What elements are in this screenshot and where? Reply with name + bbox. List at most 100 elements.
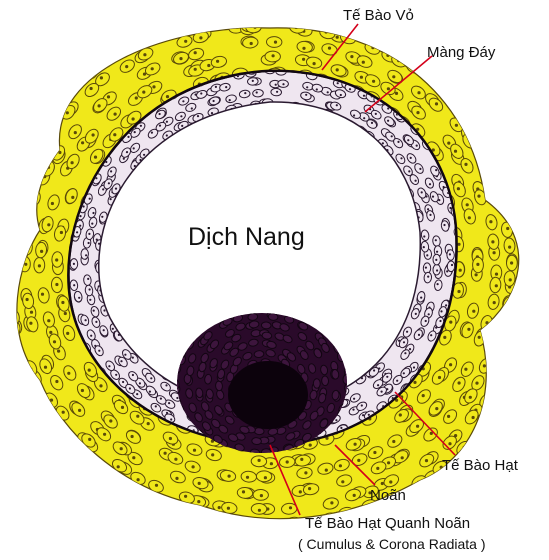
theca-cell-nucleus: [33, 158, 36, 161]
theca-cell: [420, 487, 439, 504]
theca-cell-nucleus: [132, 456, 135, 459]
theca-cell: [512, 327, 527, 345]
theca-cell: [256, 471, 272, 482]
theca-cell: [520, 171, 535, 189]
theca-cell-nucleus: [427, 494, 430, 497]
theca-cell: [234, 535, 250, 547]
theca-cell-nucleus: [362, 61, 365, 64]
theca-cell-nucleus: [291, 521, 294, 524]
theca-cell-nucleus: [84, 52, 87, 55]
theca-cell-nucleus: [300, 458, 303, 461]
theca-cell-nucleus: [533, 388, 536, 391]
theca-cell: [495, 326, 510, 344]
theca-cell-nucleus: [91, 73, 94, 76]
theca-cell-nucleus: [417, 504, 420, 507]
theca-cell-nucleus: [306, 0, 309, 2]
theca-cell: [0, 219, 1, 236]
theca-cell-nucleus: [88, 369, 91, 372]
theca-cell-nucleus: [117, 465, 120, 468]
theca-cell-nucleus: [43, 418, 46, 421]
granulosa-cell-nucleus: [408, 170, 410, 172]
theca-cell-nucleus: [474, 123, 477, 126]
theca-cell-nucleus: [394, 38, 397, 41]
theca-cell-nucleus: [506, 227, 509, 230]
granulosa-cell: [447, 261, 455, 272]
theca-cell-nucleus: [207, 64, 210, 67]
theca-cell: [39, 414, 57, 433]
theca-cell-nucleus: [103, 433, 106, 436]
theca-cell-nucleus: [6, 243, 9, 246]
granulosa-cell-nucleus: [410, 157, 412, 159]
granulosa-cell-nucleus: [415, 313, 417, 315]
theca-cell-nucleus: [46, 421, 49, 424]
theca-cell-nucleus: [13, 327, 16, 330]
theca-cell-nucleus: [32, 378, 35, 381]
theca-cell-nucleus: [133, 507, 136, 510]
theca-cell-nucleus: [178, 5, 181, 8]
theca-cell-nucleus: [510, 261, 513, 264]
theca-cell: [476, 124, 494, 143]
granulosa-cell-nucleus: [108, 182, 110, 184]
theca-cell-nucleus: [520, 127, 523, 130]
theca-cell-nucleus: [522, 170, 525, 173]
theca-cell-nucleus: [473, 121, 476, 124]
granulosa-cell-nucleus: [115, 374, 117, 376]
theca-cell: [118, 20, 137, 37]
theca-cell-nucleus: [468, 216, 471, 219]
theca-cell: [481, 105, 499, 124]
theca-cell-nucleus: [55, 283, 58, 286]
theca-cell-nucleus: [527, 264, 530, 267]
theca-cell-nucleus: [242, 490, 245, 493]
theca-cell: [227, 0, 244, 3]
theca-cell-nucleus: [120, 447, 123, 450]
granulosa-cell-nucleus: [89, 288, 91, 290]
theca-cell: [50, 92, 68, 111]
theca-cell-nucleus: [5, 278, 8, 281]
granulosa-cell-nucleus: [88, 242, 90, 244]
theca-cell-nucleus: [488, 112, 491, 115]
theca-cell: [3, 160, 19, 178]
granulosa-cell-nucleus: [416, 145, 418, 147]
granulosa-cell-nucleus: [426, 254, 428, 256]
theca-cell-nucleus: [436, 64, 439, 67]
theca-cell-nucleus: [263, 522, 266, 525]
theca-cell-nucleus: [354, 443, 357, 446]
theca-cell-nucleus: [508, 303, 511, 306]
theca-cell: [0, 341, 13, 359]
granulosa-cell-nucleus: [88, 233, 90, 235]
theca-cell-nucleus: [449, 321, 452, 324]
theca-cell: [507, 375, 524, 394]
theca-cell: [509, 192, 524, 210]
theca-cell-nucleus: [159, 522, 162, 525]
theca-cell-nucleus: [243, 7, 246, 10]
granulosa-cell-nucleus: [436, 251, 438, 253]
theca-cell-nucleus: [475, 382, 478, 385]
theca-cell-nucleus: [45, 140, 48, 143]
theca-cell-nucleus: [495, 284, 498, 287]
theca-cell: [540, 173, 549, 191]
theca-cell: [152, 516, 170, 532]
granulosa-cell-nucleus: [429, 214, 431, 216]
theca-cell-nucleus: [399, 413, 402, 416]
theca-cell-nucleus: [299, 490, 302, 493]
theca-cell-nucleus: [228, 475, 231, 478]
theca-cell: [1, 238, 13, 254]
granulosa-cell-nucleus: [73, 284, 75, 286]
theca-cell: [199, 10, 216, 24]
theca-cell: [64, 463, 83, 481]
granulosa-cell-nucleus: [340, 94, 342, 96]
granulosa-cell-nucleus: [182, 100, 184, 102]
theca-cell-nucleus: [472, 416, 475, 419]
theca-cell-nucleus: [48, 89, 51, 92]
theca-cell-nucleus: [495, 273, 498, 276]
theca-cell-nucleus: [416, 425, 419, 428]
theca-cell: [487, 142, 504, 161]
theca-cell-nucleus: [197, 0, 200, 2]
theca-cell-nucleus: [137, 478, 140, 481]
theca-cell-nucleus: [458, 103, 461, 106]
label-basement-membrane: Màng Đáy: [427, 44, 496, 61]
theca-cell: [55, 63, 74, 81]
theca-cell-nucleus: [483, 80, 486, 83]
theca-cell-nucleus: [79, 74, 82, 77]
theca-cell: [520, 132, 537, 151]
